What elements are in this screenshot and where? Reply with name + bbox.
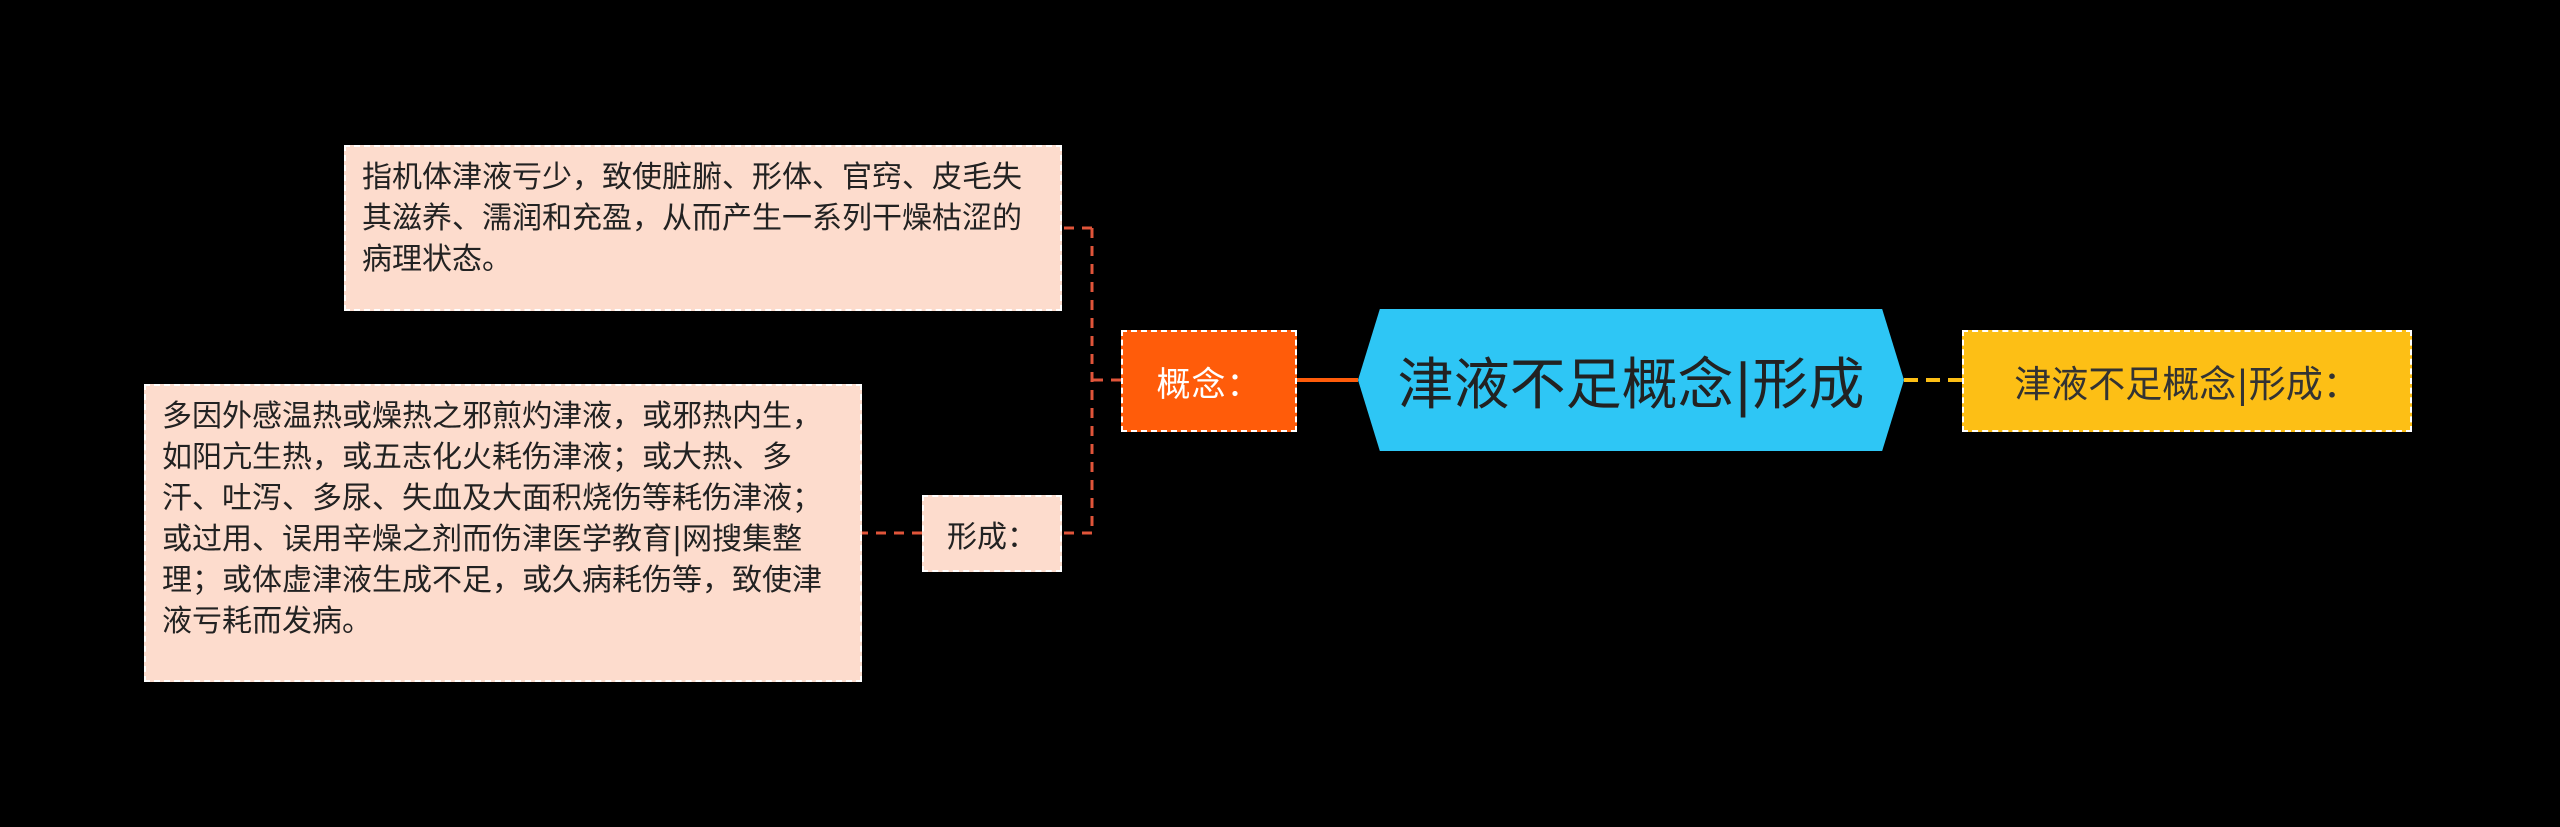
formation-detail-text: 多因外感温热或燥热之邪煎灼津液，或邪热内生，如阳亢生热，或五志化火耗伤津液；或大… — [162, 399, 822, 639]
root-topic-node[interactable]: 津液不足概念|形成 — [1358, 309, 1904, 451]
definition-detail-text: 指机体津液亏少，致使脏腑、形体、官窍、皮毛失其滋养、濡润和充盈，从而产生一系列干… — [362, 160, 1022, 277]
formation-detail-node[interactable]: 多因外感温热或燥热之邪煎灼津液，或邪热内生，如阳亢生热，或五志化火耗伤津液；或大… — [144, 384, 862, 682]
right-branch-label: 津液不足概念|形成： — [2014, 363, 2360, 406]
definition-detail-node[interactable]: 指机体津液亏少，致使脏腑、形体、官窍、皮毛失其滋养、濡润和充盈，从而产生一系列干… — [344, 145, 1062, 311]
concept-branch-node[interactable]: 概念： — [1121, 330, 1297, 432]
right-branch-node[interactable]: 津液不足概念|形成： — [1962, 330, 2412, 432]
root-topic-title: 津液不足概念|形成 — [1397, 352, 1865, 418]
formation-branch-label: 形成： — [947, 519, 1037, 555]
formation-branch-node[interactable]: 形成： — [922, 495, 1062, 572]
concept-branch-label: 概念： — [1156, 364, 1262, 405]
